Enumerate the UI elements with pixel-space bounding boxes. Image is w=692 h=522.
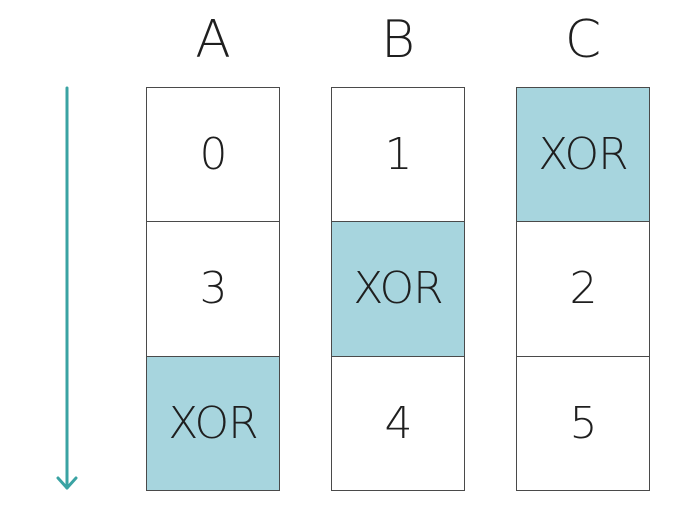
cell-c-3: 5 <box>517 355 649 490</box>
column-header-a: A <box>195 10 231 70</box>
cell-a-1: 0 <box>147 88 279 222</box>
cell-c-1: XOR <box>517 88 649 222</box>
cell-a-3: XOR <box>147 355 279 490</box>
column-a: 0 3 XOR <box>146 87 280 491</box>
column-b: 1 XOR 4 <box>331 87 465 491</box>
cell-b-3: 4 <box>332 355 464 490</box>
arrow-head <box>56 476 78 490</box>
cell-b-2: XOR <box>332 221 464 356</box>
column-c: XOR 2 5 <box>516 87 650 491</box>
cell-a-2: 3 <box>147 221 279 356</box>
column-header-c: C <box>564 10 602 70</box>
cell-b-1: 1 <box>332 88 464 222</box>
arrow-down-icon <box>56 86 78 490</box>
cell-c-2: 2 <box>517 221 649 356</box>
column-header-b: B <box>380 10 416 70</box>
